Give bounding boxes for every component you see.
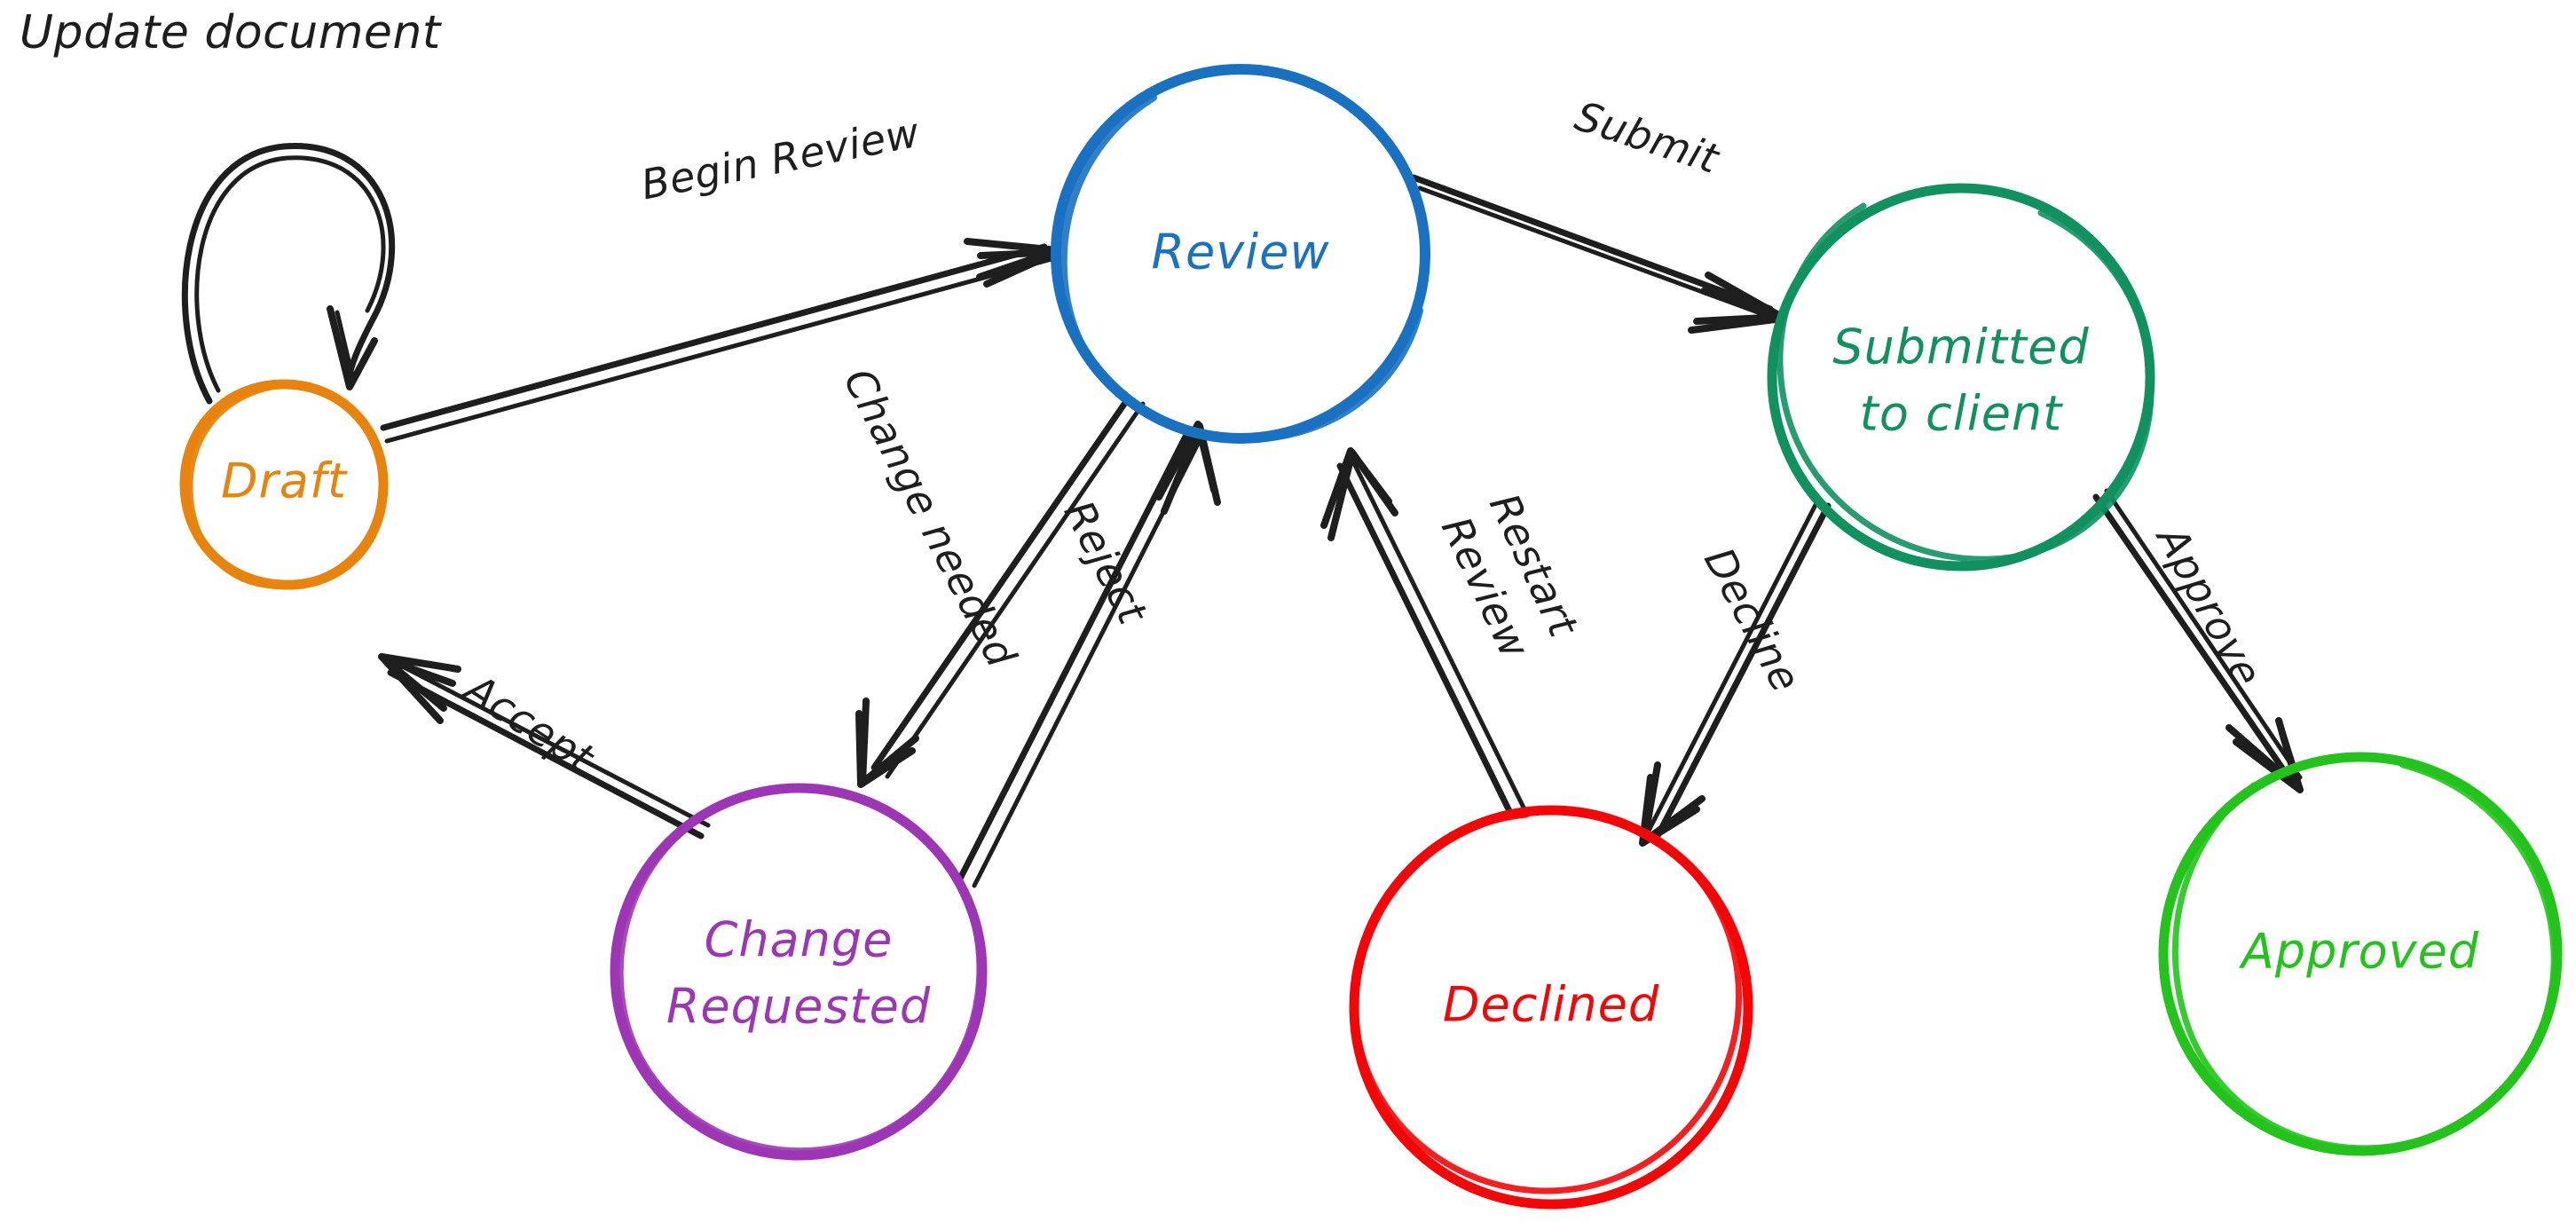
node-approved-label: Approved — [2239, 924, 2479, 980]
node-changereq-label-line2: Requested — [666, 979, 931, 1035]
edge-label-submit: Submit — [1570, 91, 1726, 183]
node-changereq[interactable]: Change Requested — [610, 783, 988, 1161]
edge-label-update-document: Update document — [20, 6, 442, 59]
node-review-circle-sketch — [1060, 94, 1423, 444]
edge-label-reject: Reject — [1055, 493, 1158, 632]
node-approved[interactable]: Approved — [2158, 752, 2563, 1156]
edge-label-approve: Approve — [2147, 516, 2272, 695]
node-submitted-label-line1: Submitted — [1832, 319, 2089, 375]
edge-label-change-needed: Change needed — [834, 360, 1026, 674]
edge-update-document[interactable] — [181, 143, 395, 405]
edge-submit[interactable] — [1410, 174, 1785, 334]
node-review[interactable]: Review — [1051, 64, 1430, 444]
node-declined-circle-sketch — [1351, 811, 1742, 1194]
edge-restart-review[interactable] — [1320, 447, 1527, 818]
edge-label-restart-review-group: Restart Review — [1432, 486, 1588, 666]
node-changereq-circle-sketch — [617, 786, 983, 1155]
node-approved-circle-sketch — [2171, 761, 2557, 1152]
edge-change-needed[interactable] — [855, 394, 1146, 788]
edge-label-accept: Accept — [454, 663, 603, 783]
node-submitted[interactable]: Submitted to client — [1767, 183, 2155, 572]
node-submitted-circle-sketch — [1776, 202, 2155, 563]
node-draft[interactable]: Draft — [179, 379, 389, 590]
edge-label-decline: Decline — [1695, 540, 1810, 699]
node-draft-label: Draft — [221, 453, 348, 509]
edge-begin-review[interactable] — [380, 238, 1061, 444]
node-review-label: Review — [1151, 225, 1329, 280]
edge-accept[interactable] — [378, 653, 711, 840]
node-changereq-label-line1: Change — [705, 912, 894, 968]
edge-label-begin-review: Begin Review — [637, 108, 923, 209]
node-declined-label: Declined — [1443, 977, 1659, 1033]
edge-approve[interactable] — [2092, 488, 2304, 793]
node-draft-circle-sketch — [186, 382, 387, 589]
node-submitted-label-line2: to client — [1860, 386, 2064, 442]
node-declined[interactable]: Declined — [1349, 805, 1753, 1210]
